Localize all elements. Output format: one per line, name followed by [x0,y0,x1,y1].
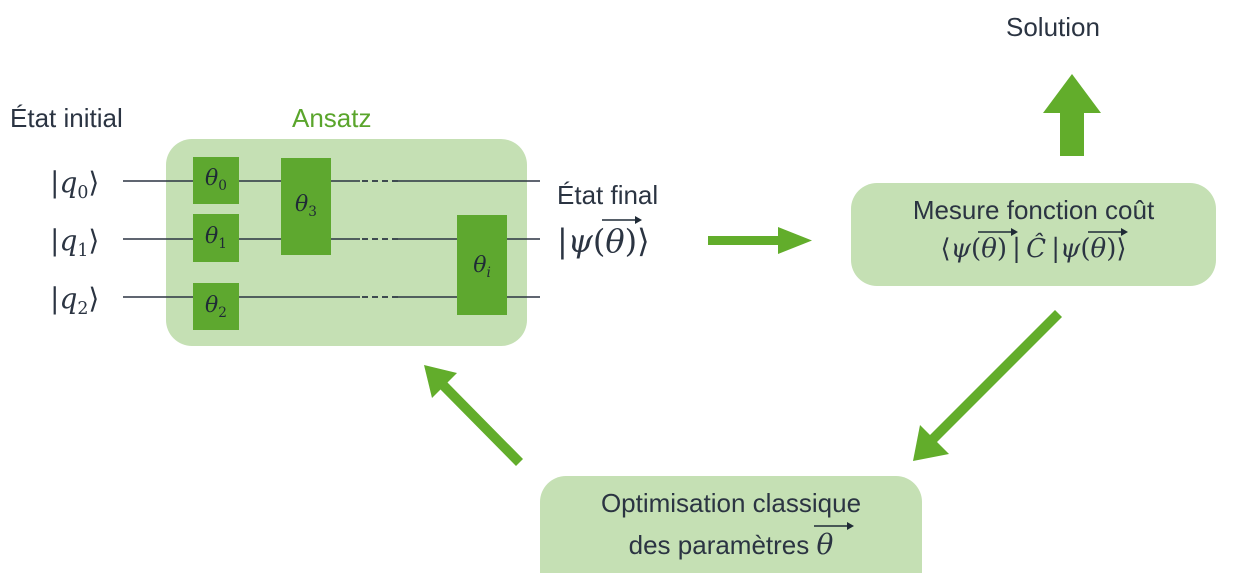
ansatz-label: Ansatz [292,103,372,133]
optimization-box [540,476,922,573]
gate-theta-3: θ3 [281,158,331,255]
final-state-ket: |ψ(θ)⟩ [557,216,650,260]
solution-label: Solution [1006,12,1100,42]
cost-function-title: Mesure fonction coût [912,195,1155,225]
gate-theta-0: θ0 [193,157,239,204]
arrow-to-ansatz [424,365,523,466]
gate-theta-1: θ1 [193,214,239,262]
arrow-to-optimization [913,310,1062,461]
ket-q2: |q2⟩ [50,282,100,320]
ket-q0: |q0⟩ [50,166,100,204]
optimization-theta: θ [813,522,854,561]
cost-function-box [851,183,1216,286]
gate-theta-i: θi [457,215,507,315]
ket-q1: |q1⟩ [50,224,100,262]
cost-function-expression: ⟨ψ(θ) | Ĉ |ψ(θ)⟩ [851,228,1216,264]
initial-state-label: État initial [10,103,123,133]
optimization-line2: des paramètres θ [540,522,922,561]
optimization-line1: Optimisation classique [600,488,862,518]
arrow-to-solution [1043,74,1101,156]
gate-theta-2: θ2 [193,283,239,330]
final-state-label: État final [557,180,659,210]
arrow-to-cost [708,227,812,254]
optimization-line2-text: des paramètres [628,530,810,560]
